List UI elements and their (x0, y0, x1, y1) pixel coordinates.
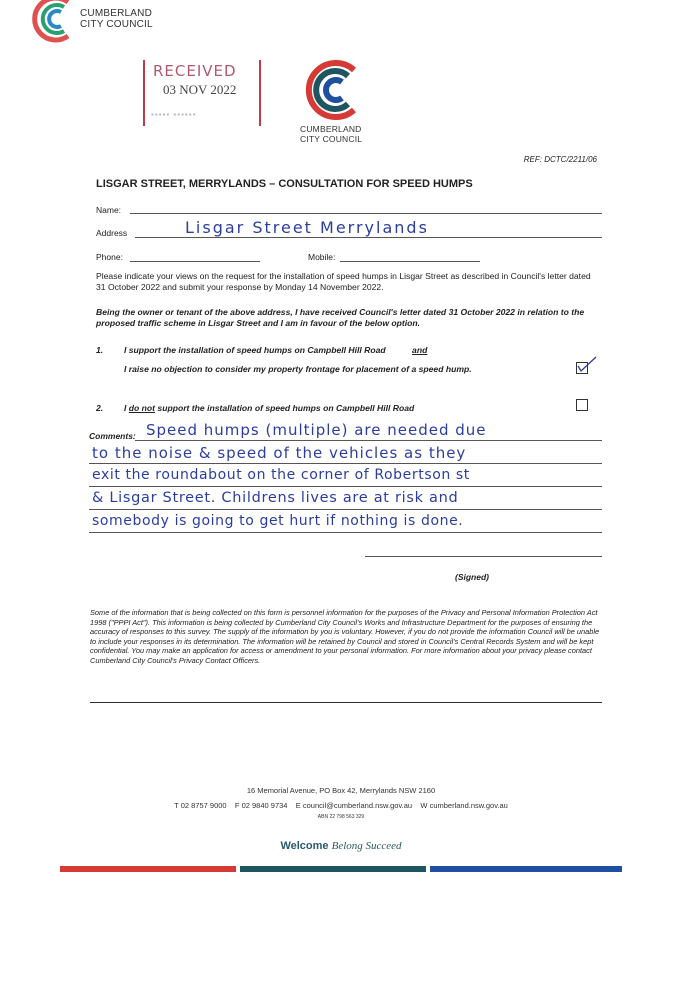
comments-line (89, 463, 602, 464)
footer-bar-red (60, 866, 236, 872)
council-logo-icon (305, 60, 357, 120)
option-1-checkbox[interactable] (576, 356, 597, 374)
stamp-label: RECEIVED (153, 62, 237, 80)
tagline-belong-succeed: Belong Succeed (331, 840, 402, 852)
council-logo-icon (32, 0, 70, 43)
address-label: Address (96, 228, 128, 238)
option-2-do-not: do not (128, 403, 156, 413)
footer-bar-teal (240, 866, 426, 872)
declaration-paragraph: Being the owner or tenant of the above a… (96, 307, 585, 328)
option-2-checkbox[interactable] (576, 399, 588, 411)
comment-text-line: to the noise & speed of the vehicles as … (92, 444, 467, 462)
comment-text-line: somebody is going to get hurt if nothing… (92, 513, 464, 529)
form-logo-text: CUMBERLAND CITY COUNCIL (300, 124, 363, 144)
footer-bar-blue (430, 866, 622, 872)
mobile-field[interactable] (340, 261, 480, 262)
name-label: Name: (96, 205, 122, 215)
logo-line1: CUMBERLAND (80, 8, 153, 19)
option-1: 1. I support the installation of speed hu… (96, 345, 601, 356)
option-number: 2. (96, 403, 104, 413)
comments-line (135, 440, 602, 441)
phone-label: Phone: (96, 252, 123, 262)
footer-contact: T 02 8757 9000 F 02 9840 9734 E council@… (174, 801, 508, 810)
stamp-date: 03 NOV 2022 (163, 82, 237, 97)
option-1-text: I support the installation of speed hump… (124, 345, 386, 355)
form-logo (302, 60, 364, 125)
form-title: LISGAR STREET, MERRYLANDS – CONSULTATION… (96, 178, 473, 190)
logo-line2: CITY COUNCIL (80, 19, 153, 30)
comments-line (89, 509, 602, 510)
comment-text-line: Speed humps (multiple) are needed due (146, 421, 487, 439)
footer-tagline: Welcome Belong Succeed (0, 840, 682, 852)
reference-number: REF: DCTC/2211/06 (523, 155, 597, 164)
signed-label: (Signed) (455, 572, 489, 582)
header-logo (30, 0, 74, 44)
phone-field[interactable] (130, 261, 260, 262)
tagline-welcome: Welcome (280, 840, 329, 852)
logo-line1: CUMBERLAND (300, 124, 362, 134)
option-1-and: and (412, 345, 428, 355)
stamp-faint-text: ▪▪▪▪▪ ▪▪▪▪▪▪ (151, 110, 197, 119)
comment-text-line: exit the roundabout on the corner of Rob… (92, 467, 470, 483)
option-1-text-line2: I raise no objection to consider my prop… (124, 364, 472, 374)
mobile-label: Mobile: (308, 252, 336, 262)
option-number: 1. (96, 345, 104, 355)
option-2-text: support the installation of speed humps … (155, 403, 415, 413)
checkmark-icon (577, 356, 597, 373)
intro-paragraph: Please indicate your views on the reques… (96, 271, 591, 292)
comments-line (89, 532, 602, 533)
address-field[interactable] (135, 237, 602, 238)
logo-line2: CITY COUNCIL (300, 133, 363, 144)
footer-address: 16 Memorial Avenue, PO Box 42, Merryland… (246, 786, 436, 795)
divider (90, 702, 602, 703)
privacy-notice: Some of the information that is being co… (90, 608, 600, 665)
footer-abn: ABN 22 798 563 329 (317, 814, 365, 820)
name-field[interactable] (130, 213, 602, 214)
option-2-pre: I (124, 403, 129, 413)
header-logo-text: CUMBERLAND CITY COUNCIL (80, 8, 153, 30)
comment-text-line: & Lisgar Street. Childrens lives are at … (92, 490, 459, 506)
comments-label: Comments: (89, 431, 136, 441)
option-2: 2. I do not support the installation of s… (96, 403, 601, 414)
signature-line[interactable] (365, 556, 602, 557)
comments-line (89, 486, 602, 487)
received-stamp: RECEIVED 03 NOV 2022 ▪▪▪▪▪ ▪▪▪▪▪▪ (143, 60, 261, 126)
address-value: Lisgar Street Merrylands (185, 218, 429, 237)
